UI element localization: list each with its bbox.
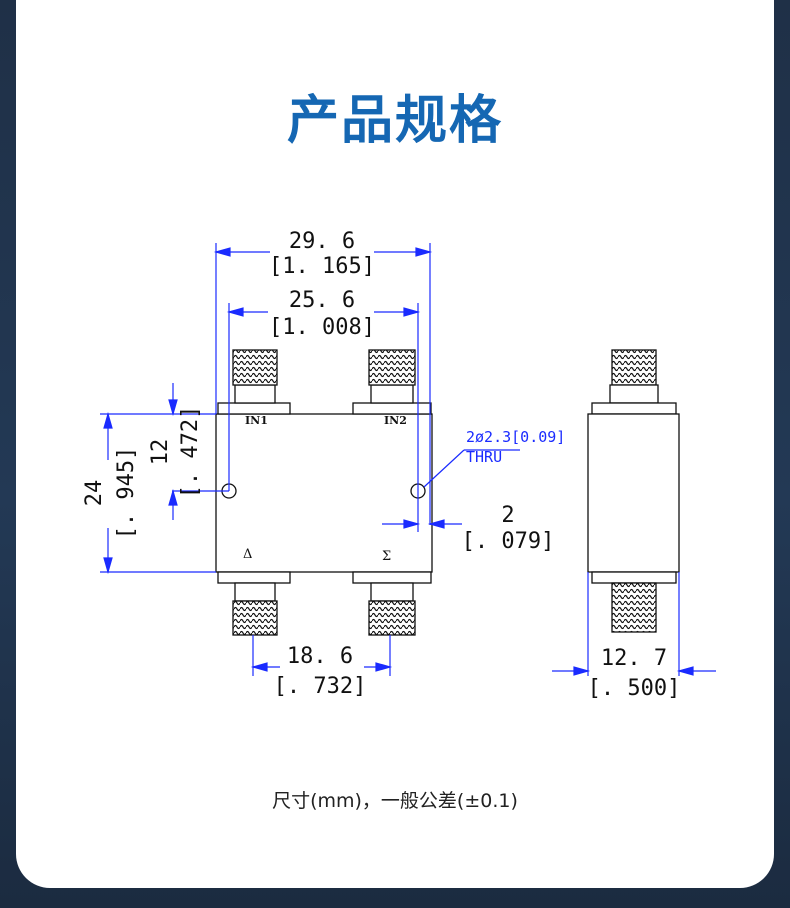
dim-side-thickness-inch: [. 500] bbox=[588, 676, 681, 701]
dim-side-thickness-mm: 12. 7 bbox=[601, 646, 667, 671]
dim-hole-edge-inch: [. 079] bbox=[462, 529, 555, 554]
side-body bbox=[587, 413, 680, 573]
tolerance-caption: 尺寸(mm)，一般公差(±0.1) bbox=[272, 790, 518, 812]
dim-port-spacing-top-mm: 25. 6 bbox=[289, 288, 355, 313]
dim-overall-width-mm: 29. 6 bbox=[289, 229, 355, 254]
hole-note-size: 2ø2.3[0.09] bbox=[466, 428, 565, 446]
dim-port-spacing-bottom-mm: 18. 6 bbox=[287, 644, 353, 669]
dimension-lines bbox=[100, 243, 716, 676]
page-title: 产品规格 bbox=[286, 91, 503, 151]
dim-hole-edge-mm: 2 bbox=[501, 503, 514, 528]
dim-overall-height-inch: [. 945] bbox=[114, 447, 139, 540]
hole-note-thru: THRU bbox=[466, 448, 502, 466]
dim-hole-offset-mm: 12 bbox=[148, 439, 173, 466]
port-label-delta: Δ bbox=[243, 547, 252, 562]
housing-body bbox=[215, 413, 433, 573]
connector-sigma bbox=[352, 571, 432, 636]
connector-in1 bbox=[217, 349, 291, 415]
dim-overall-width-inch: [1. 165] bbox=[269, 254, 375, 279]
dim-hole-offset-inch: [. 472] bbox=[178, 406, 203, 499]
dim-port-spacing-top-inch: [1. 008] bbox=[269, 315, 375, 340]
port-label-in1: IN1 bbox=[245, 414, 268, 427]
connector-delta bbox=[217, 571, 291, 636]
front-view bbox=[215, 349, 433, 636]
port-label-in2: IN2 bbox=[384, 414, 407, 427]
connector-in2 bbox=[352, 349, 432, 415]
port-label-sigma: Σ bbox=[382, 549, 391, 564]
side-view bbox=[587, 349, 680, 633]
dim-overall-height-mm: 24 bbox=[82, 480, 107, 507]
dim-port-spacing-bottom-inch: [. 732] bbox=[274, 674, 367, 699]
